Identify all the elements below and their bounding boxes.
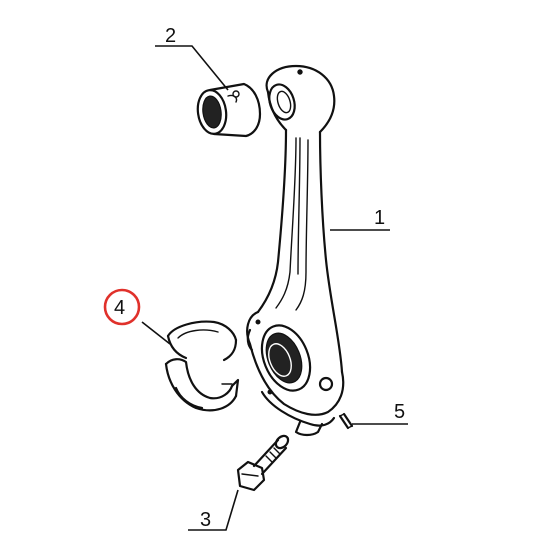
leader-2 xyxy=(155,45,229,91)
big-end-bearing-shells xyxy=(164,320,240,412)
callout-labels: 2 1 5 3 4 xyxy=(103,25,405,531)
connecting-rod-bolt xyxy=(236,434,290,492)
connecting-rod xyxy=(246,64,345,437)
highlight-circle xyxy=(103,288,141,326)
callout-1: 1 xyxy=(374,207,385,229)
callout-4: 4 xyxy=(114,297,125,319)
callout-leaders xyxy=(141,45,408,531)
leader-3 xyxy=(188,489,239,531)
leader-4 xyxy=(141,321,171,345)
dowel-pin xyxy=(338,412,354,430)
small-end-bushing xyxy=(196,82,262,138)
callout-3: 3 xyxy=(200,509,211,531)
callout-5: 5 xyxy=(394,401,405,423)
callout-2: 2 xyxy=(165,25,176,47)
